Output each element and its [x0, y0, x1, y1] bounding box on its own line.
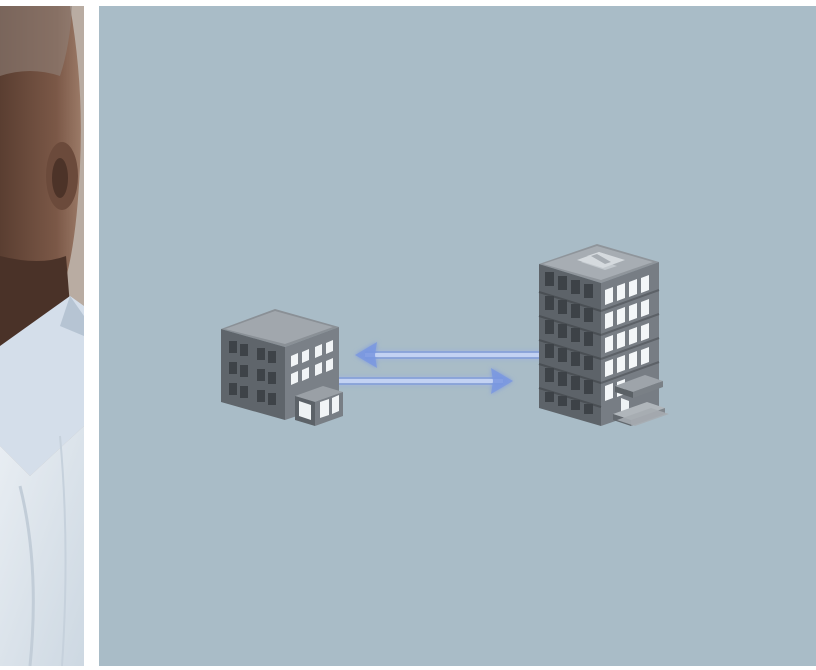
hospital-building-icon — [539, 244, 669, 426]
portrait-photo-art — [0, 6, 84, 666]
bidirectional-arrow — [335, 342, 543, 394]
diagram-canvas — [99, 6, 816, 666]
portrait-photo — [0, 6, 84, 666]
office-building-icon — [221, 309, 343, 426]
arrow-left-icon — [355, 342, 543, 368]
network-diagram — [99, 6, 816, 666]
arrow-right-icon — [335, 368, 513, 394]
